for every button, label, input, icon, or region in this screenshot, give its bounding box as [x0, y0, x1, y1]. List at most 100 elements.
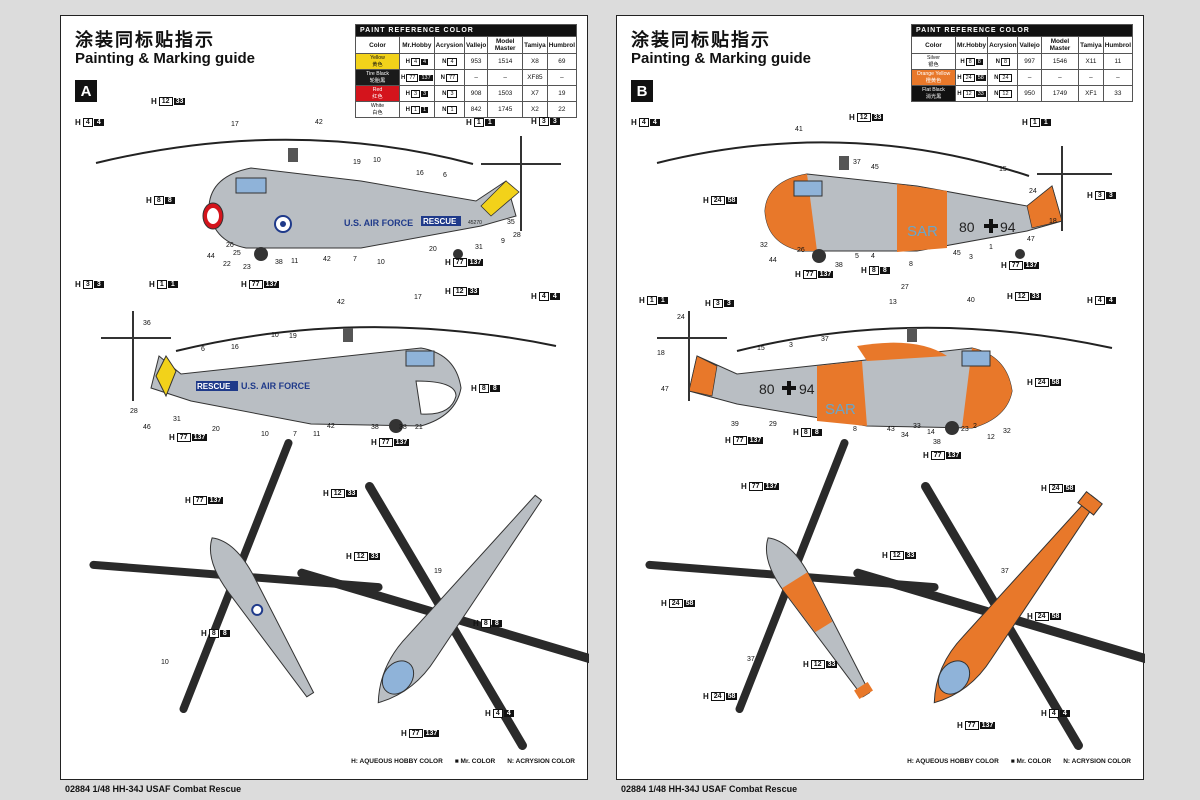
sar-decal: SAR	[825, 401, 856, 418]
part-number: 28	[130, 408, 138, 415]
part-number: 45	[953, 250, 961, 257]
side-view-right: 80 94 SAR	[657, 311, 1113, 435]
table-caption: PAINT REFERENCE COLOR	[911, 24, 1133, 37]
vallejo-code: 842	[464, 101, 489, 118]
title-en: Painting & Marking guide	[631, 50, 812, 67]
part-number: 7	[353, 256, 357, 263]
title-cn: 涂装同标贴指示	[75, 30, 215, 50]
part-number: 38	[835, 262, 843, 269]
top-view-1	[645, 438, 939, 714]
top-view-2	[853, 481, 1145, 751]
legend-acrysion: N: ACRYSION COLOR	[507, 758, 575, 765]
side-view-right: RESCUE U.S. AIR FORCE	[101, 311, 557, 433]
part-number: 6	[443, 172, 447, 179]
legend-aqueous: H: AQUEOUS HOBBY COLOR	[351, 758, 443, 765]
model-master-code: 1745	[487, 101, 524, 118]
title-cn: 涂装同标贴指示	[631, 30, 771, 50]
part-number: 21	[415, 424, 423, 431]
part-number: 18	[1049, 218, 1057, 225]
part-number: 39	[731, 421, 739, 428]
scheme-badge: B	[631, 80, 653, 102]
rescue-decal: RESCUE	[197, 382, 231, 391]
part-number: 35	[507, 219, 515, 226]
part-number: 7	[293, 431, 297, 438]
part-number: 6	[201, 346, 205, 353]
sheet-a: 涂装同标贴指示 Painting & Marking guide A PAINT…	[60, 15, 589, 794]
helicopter-illustrations: SAR 80 94 80 94 SAR	[645, 141, 1145, 751]
legend-mr-color: ■ Mr. COLOR	[1010, 758, 1052, 765]
vallejo-code: –	[464, 69, 489, 86]
part-number: 13	[889, 299, 897, 306]
part-number: 8	[909, 261, 913, 268]
part-number: 47	[661, 386, 669, 393]
part-number: 11	[291, 258, 299, 265]
humbrol-code: 33	[1102, 85, 1134, 102]
part-number: 24	[677, 314, 685, 321]
humbrol-code: 22	[546, 101, 578, 118]
iron-cross-icon	[984, 219, 998, 233]
part-number: 14	[927, 429, 935, 436]
code-right-decal: 94	[799, 381, 815, 397]
part-number: 16	[231, 344, 239, 351]
part-number: 11	[313, 431, 321, 438]
sar-decal: SAR	[907, 223, 938, 240]
part-number: 23	[961, 426, 969, 433]
side-view-left: SAR 80 94	[656, 141, 1112, 263]
part-number: 37	[853, 159, 861, 166]
part-number: 10	[271, 332, 279, 339]
part-number: 32	[760, 242, 768, 249]
part-number: 17	[231, 121, 239, 128]
part-number: 15	[999, 166, 1007, 173]
part-number: 32	[1003, 428, 1011, 435]
part-number: 10	[261, 431, 269, 438]
part-number: 4	[871, 253, 875, 260]
part-number: 37	[1001, 568, 1009, 575]
part-number: 26	[797, 247, 805, 254]
part-number: 20	[429, 246, 437, 253]
part-number: 34	[901, 432, 909, 439]
legend-mr-color: ■ Mr. COLOR	[454, 758, 496, 765]
part-number: 47	[1027, 236, 1035, 243]
part-number: 3	[969, 254, 973, 261]
part-number: 10	[377, 259, 385, 266]
top-view-2	[297, 481, 589, 751]
part-number: 42	[323, 256, 331, 263]
humbrol-code: 69	[546, 53, 578, 70]
kit-footer: 02884 1/48 HH-34J USAF Combat Rescue	[621, 784, 798, 794]
part-number: 46	[143, 424, 151, 431]
